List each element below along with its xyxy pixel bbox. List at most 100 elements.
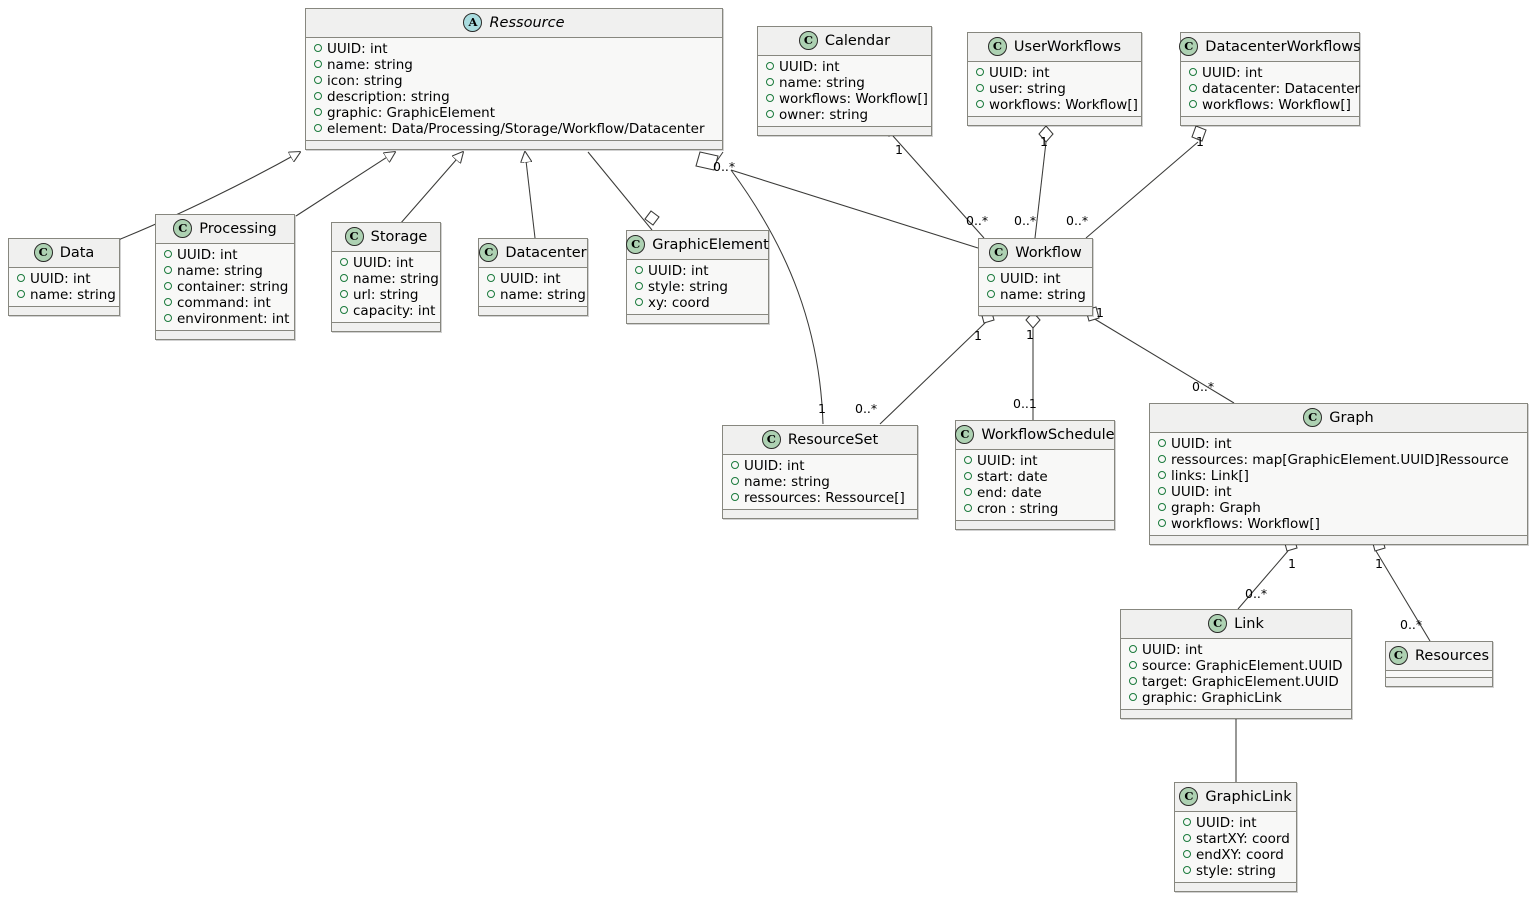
multiplicity-label-m-sched-01: 0..1 [1013, 396, 1037, 411]
attribute-row: links: Link[] [1156, 468, 1521, 484]
public-visibility-icon [314, 124, 322, 132]
public-visibility-icon [964, 504, 972, 512]
attribute-row: workflows: Workflow[] [764, 91, 928, 107]
attribute-label: workflows: Workflow[] [1202, 97, 1351, 113]
public-visibility-icon [1158, 503, 1166, 511]
attribute-row: UUID: int [974, 65, 1135, 81]
attribute-label: command: int [177, 295, 271, 311]
class-methods-graph [1150, 536, 1527, 544]
edge-datacenterworkflows-workflow [1085, 141, 1199, 239]
public-visibility-icon [964, 488, 972, 496]
class-badge-icon: C [987, 37, 1007, 56]
public-visibility-icon [1129, 661, 1137, 669]
attribute-label: graph: Graph [1171, 500, 1261, 516]
class-methods-resources [1386, 678, 1492, 686]
attribute-row: UUID: int [162, 247, 288, 263]
public-visibility-icon [766, 78, 774, 86]
class-badge-icon: C [626, 235, 646, 254]
class-badge-icon: C [344, 227, 364, 246]
attribute-row: style: string [633, 279, 762, 295]
class-name-calendar: Calendar [824, 32, 891, 49]
attribute-label: name: string [177, 263, 263, 279]
attribute-label: user: string [989, 81, 1066, 97]
class-methods-userworkflows [968, 117, 1141, 125]
attribute-row: start: date [962, 469, 1108, 485]
public-visibility-icon [731, 477, 739, 485]
attribute-row: description: string [312, 89, 716, 105]
attribute-label: name: string [353, 271, 439, 287]
public-visibility-icon [1129, 645, 1137, 653]
class-attributes-resources [1386, 671, 1492, 678]
class-name-processing: Processing [199, 220, 277, 237]
class-badge-icon: C [1179, 37, 1199, 56]
public-visibility-icon [1158, 487, 1166, 495]
attribute-row: name: string [985, 287, 1086, 303]
multiplicity-label-m-graph-0n: 0..* [1192, 379, 1215, 394]
class-badge-icon: C [1388, 646, 1408, 665]
attribute-label: workflows: Workflow[] [779, 91, 928, 107]
attribute-row: element: Data/Processing/Storage/Workflo… [312, 121, 716, 137]
attribute-label: style: string [1196, 863, 1276, 879]
class-methods-workflow [979, 307, 1092, 315]
public-visibility-icon [1183, 850, 1191, 858]
attribute-label: UUID: int [744, 458, 805, 474]
attribute-row: graph: Graph [1156, 500, 1521, 516]
attribute-label: name: string [1000, 287, 1086, 303]
class-name-userworkflows: UserWorkflows [1013, 38, 1122, 55]
public-visibility-icon [1189, 84, 1197, 92]
attribute-label: UUID: int [977, 453, 1038, 469]
attribute-row: workflows: Workflow[] [1156, 516, 1521, 532]
public-visibility-icon [314, 108, 322, 116]
attribute-label: UUID: int [779, 59, 840, 75]
class-badge-icon: C [1179, 787, 1199, 806]
multiplicity-label-m-ressource-0n: 0..* [713, 159, 736, 174]
public-visibility-icon [635, 282, 643, 290]
public-visibility-icon [340, 258, 348, 266]
multiplicity-label-m-graph-link-1: 1 [1288, 556, 1296, 571]
attribute-row: workflows: Workflow[] [1187, 97, 1353, 113]
attribute-row: UUID: int [338, 255, 434, 271]
attribute-row: name: string [485, 287, 586, 303]
attribute-label: UUID: int [500, 271, 561, 287]
public-visibility-icon [1129, 677, 1137, 685]
class-badge-icon: C [1208, 614, 1228, 633]
attribute-row: ressources: map[GraphicElement.UUID]Ress… [1156, 452, 1521, 468]
attribute-label: name: string [30, 287, 116, 303]
multiplicity-label-m-wf-sched-1: 1 [1026, 327, 1034, 342]
attribute-label: container: string [177, 279, 289, 295]
attribute-label: workflows: Workflow[] [989, 97, 1138, 113]
public-visibility-icon [976, 68, 984, 76]
multiplicity-label-m-calendar-1: 1 [895, 142, 903, 157]
attribute-row: command: int [162, 295, 288, 311]
public-visibility-icon [314, 44, 322, 52]
public-visibility-icon [635, 298, 643, 306]
attribute-label: style: string [648, 279, 728, 295]
public-visibility-icon [1183, 818, 1191, 826]
attribute-row: UUID: int [1127, 642, 1345, 658]
public-visibility-icon [487, 290, 495, 298]
